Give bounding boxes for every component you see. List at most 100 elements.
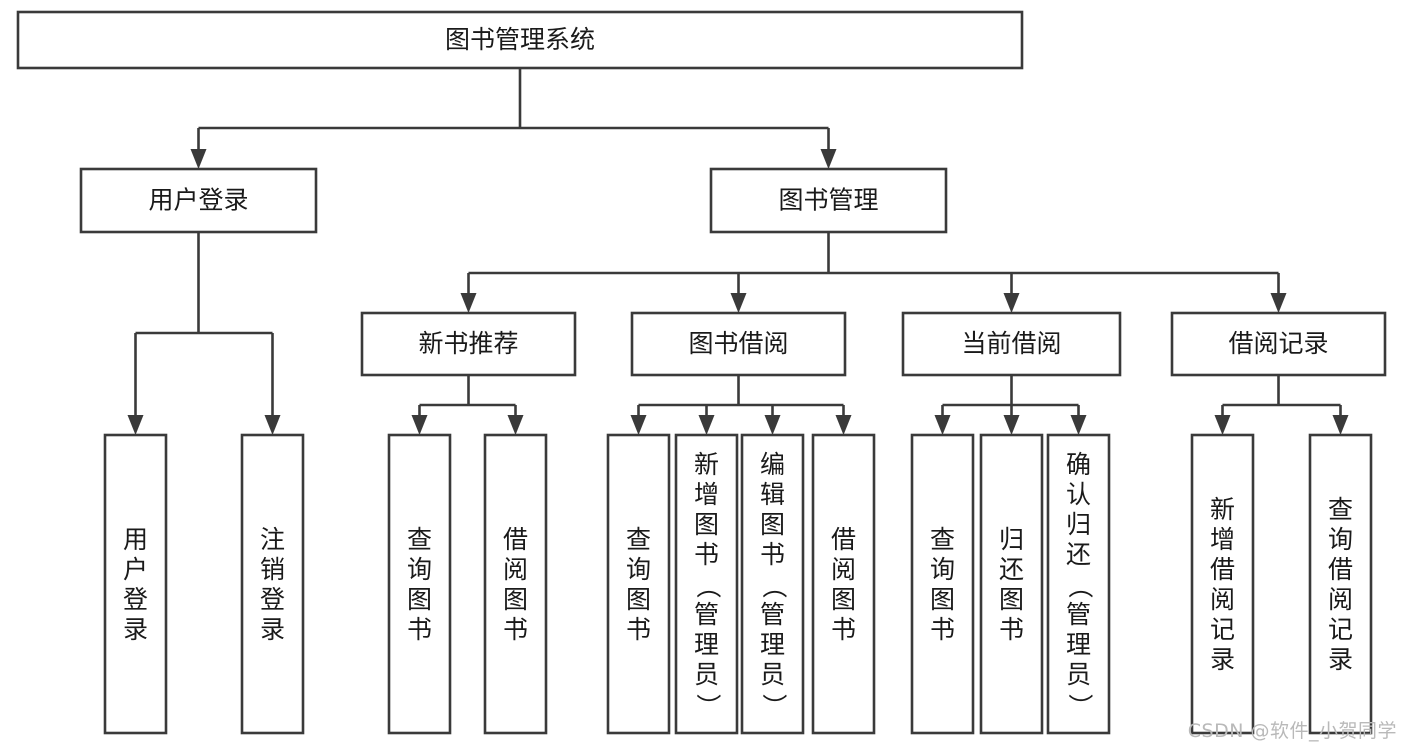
node-user-login[interactable]: 用户登录 <box>79 167 318 234</box>
node-label-char: 阅 <box>1210 585 1235 614</box>
node-label-char: 询 <box>1328 525 1353 554</box>
node-label-char: 管 <box>1066 600 1091 629</box>
node-label-char: 书 <box>999 615 1024 644</box>
node-label: 新书推荐 <box>418 329 518 358</box>
node-label-char: 查 <box>626 525 651 554</box>
node-label-char: 询 <box>407 555 432 584</box>
edge-group-book-manage <box>460 232 1287 313</box>
node-label-char: 理 <box>694 630 719 659</box>
node-root[interactable]: 图书管理系统 <box>16 10 1024 70</box>
node-book-borrow[interactable]: 图书借阅 <box>630 311 847 377</box>
node-label-char: 增 <box>1210 525 1235 554</box>
node-label-char: 辑 <box>760 480 785 509</box>
node-label-char: （ <box>1066 573 1095 598</box>
node-label-char: 还 <box>999 555 1024 584</box>
node-label-char: 理 <box>760 630 785 659</box>
node-label: 借阅记录 <box>1228 329 1328 358</box>
node-label-char: 查 <box>1328 495 1353 524</box>
node-label-char: 归 <box>999 525 1024 554</box>
connector-layer <box>127 68 1349 435</box>
node-label-char: 管 <box>694 600 719 629</box>
node-new-book-recommend[interactable]: 新书推荐 <box>360 311 577 377</box>
node-label-char: 户 <box>123 555 148 584</box>
edge-group-current-borrow <box>934 375 1087 435</box>
node-label: 图书借阅 <box>688 329 788 358</box>
node-label-char: 书 <box>831 615 856 644</box>
node-label-char: 阅 <box>831 555 856 584</box>
node-label-char: 借 <box>1210 555 1235 584</box>
node-label-char: 书 <box>760 540 785 569</box>
node-label: 用户登录 <box>148 186 248 215</box>
node-label-char: 图 <box>626 585 651 614</box>
node-label-char: 录 <box>1210 645 1235 674</box>
node-label-char: 借 <box>503 525 528 554</box>
node-label-char: ） <box>694 693 723 718</box>
node-label-char: ） <box>1066 693 1095 718</box>
node-label-char: 新 <box>694 450 719 479</box>
node-label-char: 借 <box>1328 555 1353 584</box>
node-label-char: 员 <box>694 660 719 689</box>
node-borrow-record[interactable]: 借阅记录 <box>1170 311 1387 377</box>
node-label-char: 录 <box>1328 645 1353 674</box>
node-label-char: ） <box>760 693 789 718</box>
node-label-char: 录 <box>123 615 148 644</box>
node-label-char: 管 <box>760 600 785 629</box>
node-label-char: 增 <box>694 480 719 509</box>
node-label-char: 销 <box>260 555 285 584</box>
node-label-char: 登 <box>123 585 148 614</box>
node-label-char: （ <box>760 573 789 598</box>
node-book-manage[interactable]: 图书管理 <box>709 167 948 234</box>
edge-group-borrow-record <box>1214 375 1349 435</box>
node-leaf-user-login[interactable]: 用户登录 <box>103 433 168 735</box>
node-label-char: 图 <box>831 585 856 614</box>
node-current-borrow[interactable]: 当前借阅 <box>901 311 1122 377</box>
node-label-char: 编 <box>760 450 785 479</box>
node-label-char: 书 <box>626 615 651 644</box>
csdn-watermark: CSDN @软件_小贺同学 <box>1187 720 1397 742</box>
node-label: 当前借阅 <box>961 329 1061 358</box>
node-label-char: 询 <box>626 555 651 584</box>
node-label-char: 图 <box>694 510 719 539</box>
node-label-char: 员 <box>760 660 785 689</box>
edge-group-book-borrow <box>630 375 852 435</box>
node-label-char: 录 <box>260 615 285 644</box>
node-label-char: 注 <box>260 525 285 554</box>
node-label: 图书管理 <box>778 186 878 215</box>
node-label-char: 图 <box>407 585 432 614</box>
node-label-char: 认 <box>1066 480 1091 509</box>
node-label-char: 书 <box>694 540 719 569</box>
node-label-char: 查 <box>930 525 955 554</box>
node-label-char: 还 <box>1066 540 1091 569</box>
node-label-char: 阅 <box>1328 585 1353 614</box>
edge-group-root <box>190 68 837 169</box>
edge-group-new-book-recommend <box>411 375 524 435</box>
node-label-char: 用 <box>123 525 148 554</box>
node-label-char: 阅 <box>503 555 528 584</box>
node-label-char: 员 <box>1066 660 1091 689</box>
node-label: 图书管理系统 <box>445 25 595 54</box>
node-label-char: 书 <box>930 615 955 644</box>
node-label-char: （ <box>694 573 723 598</box>
node-label-char: 理 <box>1066 630 1091 659</box>
node-label-char: 记 <box>1210 615 1235 644</box>
node-label-char: 书 <box>407 615 432 644</box>
node-label-char: 图 <box>760 510 785 539</box>
node-layer: 图书管理系统用户登录图书管理新书推荐图书借阅当前借阅借阅记录用户登录注销登录查询… <box>16 10 1387 735</box>
node-label-char: 借 <box>831 525 856 554</box>
node-label-char: 图 <box>503 585 528 614</box>
edge-group-user-login <box>127 232 281 435</box>
